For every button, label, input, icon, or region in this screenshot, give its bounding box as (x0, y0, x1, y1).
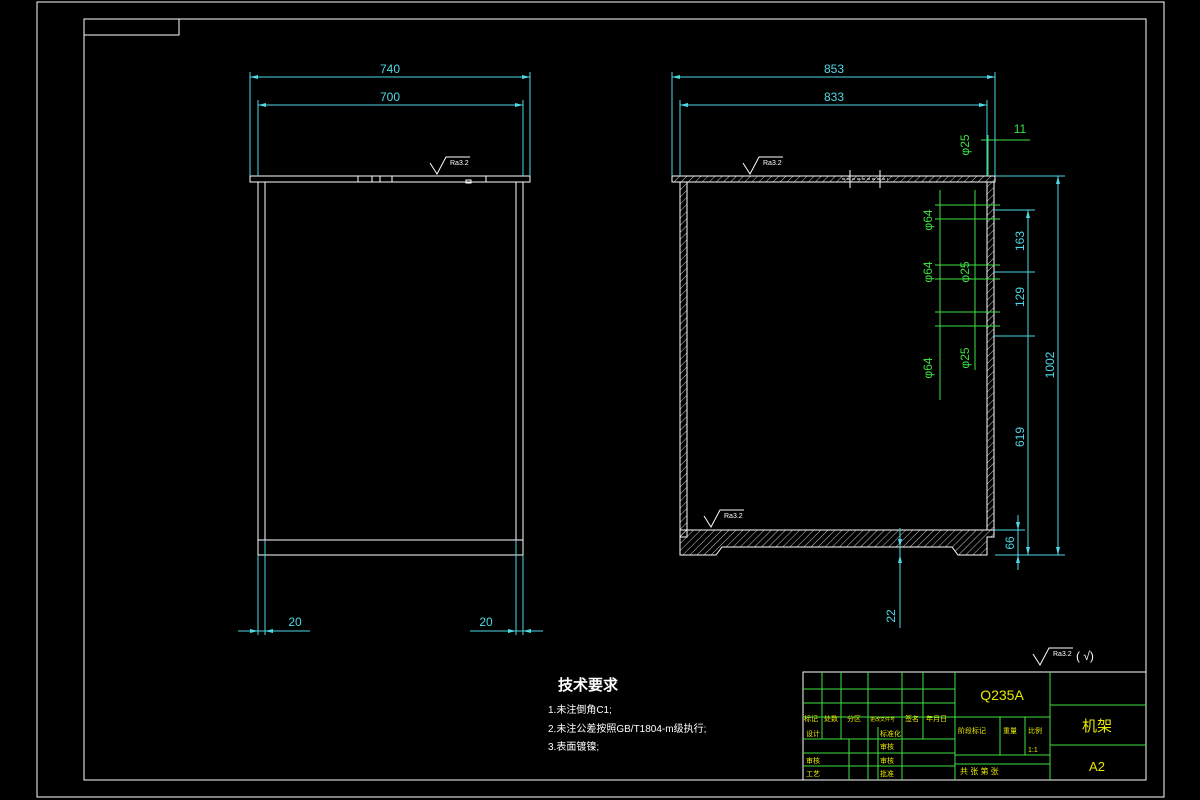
front-notch (465, 179, 472, 184)
general-roughness-symbol (1032, 647, 1073, 666)
front-roughness-symbol (429, 156, 470, 175)
side-dim-853: 853 (824, 62, 844, 76)
tb-weight: 重量 (1003, 727, 1017, 735)
side-dia-25-a: φ25 (958, 134, 972, 155)
side-roughness-bottom-symbol (703, 509, 744, 528)
tb-process: 工艺 (806, 770, 820, 778)
side-view: φ64 φ64 φ64 φ25 φ25 φ25 11 (671, 62, 1065, 628)
tb-stage-mark: 阶段标记 (958, 726, 986, 735)
side-dim-619: 619 (1013, 427, 1027, 447)
tb-change-doc: 更改文件号 (870, 716, 895, 723)
side-dim-163: 163 (1013, 231, 1027, 251)
front-view: 740 700 20 20 Ra3.2 (238, 62, 543, 635)
tb-scale: 比例 (1028, 726, 1042, 735)
side-dim-66: 66 (1003, 536, 1017, 550)
general-roughness-note: ( √) (1076, 649, 1094, 663)
tb-standardize: 标准化 (880, 729, 901, 738)
front-roughness-label: Ra3.2 (450, 160, 469, 167)
side-dim-1002: 1002 (1043, 351, 1057, 378)
side-roughness-top-label: Ra3.2 (763, 160, 782, 167)
tb-date: 年月日 (926, 714, 947, 723)
front-top-plate (249, 175, 531, 183)
tb-zone: 分区 (847, 714, 861, 723)
tb-mark: 标记 (804, 714, 818, 723)
tb-scale-value: 1:1 (1028, 747, 1038, 754)
side-bottom-base (679, 529, 995, 556)
side-dia-64-a: φ64 (921, 209, 935, 230)
tech-req-item-3: 3.表面镀镍; (548, 740, 599, 753)
front-dim-740: 740 (380, 62, 400, 76)
tb-review-2: 审核 (880, 756, 894, 765)
sheet-border (36, 1, 1165, 798)
tb-count: 处数 (824, 714, 838, 723)
side-roughness-top-symbol (742, 156, 783, 175)
side-dim-833: 833 (824, 90, 844, 104)
side-dia-25-c: φ25 (958, 347, 972, 368)
tech-req-title: 技术要求 (558, 676, 619, 694)
side-dim-129: 129 (1013, 287, 1027, 307)
tb-sheets: 共 张 第 张 (960, 766, 999, 776)
front-dim-20-left: 20 (288, 615, 302, 629)
tb-sheet-size: A2 (1089, 759, 1105, 774)
frame-border (83, 18, 1147, 781)
side-left-wall (679, 181, 688, 538)
tb-review: 审核 (806, 756, 820, 765)
tb-signature: 签名 (905, 714, 919, 723)
side-dia-64-b: φ64 (921, 261, 935, 282)
side-dim-11: 11 (1014, 122, 1027, 136)
tb-part-name: 机架 (1082, 718, 1112, 735)
front-dim-700: 700 (380, 90, 400, 104)
tech-req-item-2: 2.未注公差按照GB/T1804-m级执行; (548, 722, 706, 735)
side-top-plate (671, 175, 996, 183)
corner-label-box (83, 18, 180, 36)
title-block: 阶段标记 重量 比例 1:1 共 张 第 张 标记 处数 分区 更改文件号 签名… (802, 671, 1147, 781)
general-roughness-label: Ra3.2 (1053, 651, 1072, 658)
tb-material: Q235A (980, 687, 1024, 703)
tech-req-item-1: 1.未注倒角C1; (548, 703, 612, 716)
side-dia-64-c: φ64 (921, 357, 935, 378)
side-right-wall (986, 181, 995, 531)
side-roughness-bottom-label: Ra3.2 (724, 513, 743, 520)
tb-approve: 批准 (880, 769, 894, 778)
side-dia-25-b: φ25 (958, 261, 972, 282)
side-dim-22: 22 (884, 609, 898, 623)
front-dim-20-right: 20 (479, 615, 493, 629)
tb-design: 设计 (806, 729, 820, 738)
tb-review-row: 审核 (880, 742, 894, 751)
